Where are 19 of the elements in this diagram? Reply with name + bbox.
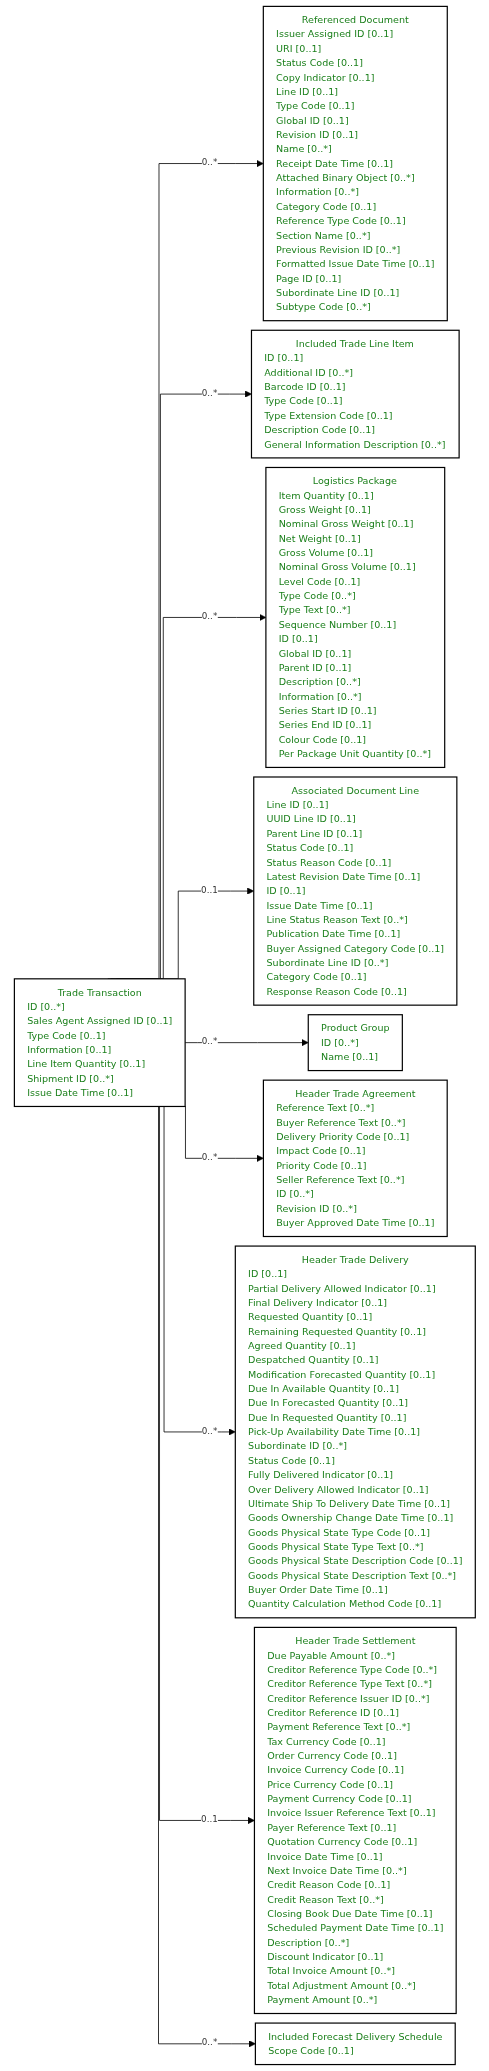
edge-label: 0..* <box>201 1036 217 1047</box>
node-box: Included Trade Line Item ID [0..1] Additional ID [0..*] Barcode ID [0..1] Type Code [0..1] Type Extension Code [0..1] Description Code [0..1] General Information Description [0..*] <box>250 329 460 459</box>
edge-label: 0..* <box>201 1151 217 1163</box>
node-box: Product Group ID [0..*] Name [0..1] <box>307 1014 403 1072</box>
node-box: Associated Document Line Line ID [0..1] UUID Line ID [0..1] Parent Line ID [0..1] Status Code [0..1] Status Reason Code [0..1] Latest Revision Date Time [0..1] ID [0..1] Issue Date Time [0..1] Line Status Reason Text [0..*] Publication Date Time [0..1] Buyer Assigned Category Code [0..1] Subordinate Line ID [0..*] Category Code [0..1] Response Reason Code [0..1] <box>252 776 458 1006</box>
node-box: Header Trade Settlement Due Payable Amount [0..*] Creditor Reference Type Code [0..*] Creditor Reference Type Text [0..*] Creditor Reference Issuer ID [0..*] Creditor Reference ID [0..1] Payment Reference Text [0..*] Tax Currency Code [0..1] Order Currency Code [0..1] Invoice Currency Code [0..1] Price Currency Code [0..1] Payment Currency Code [0..1] Invoice Issuer Reference Text [0..1] Payer Reference Text [0..1] Quotation Currency Code [0..1] Invoice Date Time [0..1] Next Invoice Date Time [0..*] Credit Reason Code [0..1] Credit Reason Text [0..*] Closing Book Due Date Time [0..1] Scheduled Payment Date Time [0..1] Description [0..*] Discount Indicator [0..1] Total Invoice Amount [0..*] Total Adjustment Amount [0..*] Payment Amount [0..*] <box>253 1626 457 2015</box>
node-box: Logistics Package Item Quantity [0..1] Gross Weight [0..1] Nominal Gross Weight [0..1] Net Weight [0..1] Gross Volume [0..1] Nominal Gross Volume [0..1] Level Code [0..1] Type Code [0..*] Type Text [0..*] Sequence Number [0..1] ID [0..1] Global ID [0..1] Parent ID [0..1] Description [0..*] Information [0..*] Series Start ID [0..1] Series End ID [0..1] Colour Code [0..1] Per Package Unit Quantity [0..*] <box>264 466 445 769</box>
node-box: Header Trade Delivery ID [0..1] Partial Delivery Allowed Indicator [0..1] Final Delivery Indicator [0..1] Requested Quantity [0..1] Remaining Requested Quantity [0..1] Agreed Quantity [0..1] Despatched Quantity [0..1] Modification Forecasted Quantity [0..1] Due In Available Quantity [0..1] Due In Forecasted Quantity [0..1] Due In Requested Quantity [0..1] Pick-Up Availability Date Time [0..1] Subordinate ID [0..*] Status Code [0..1] Fully Delivered Indicator [0..1] Over Delivery Allowed Indicator [0..1] Ultimate Ship To Delivery Date Time [0..1] Goods Ownership Change Date Time [0..1] Goods Physical State Type Code [0..1] Goods Physical State Type Text [0..*] Goods Physical State Description Code [0..1] Goods Physical State Description Text [0..*] Buyer Order Date Time [0..1] Quantity Calculation Method Code [0..1] <box>234 1245 476 1619</box>
edge-label: 0..* <box>201 2037 217 2048</box>
node-box: Referenced Document Issuer Assigned ID [0..1] URI [0..1] Status Code [0..1] Copy Indicator [0..1] Line ID [0..1] Type Code [0..1] Global ID [0..1] Revision ID [0..1] Name [0..*] Receipt Date Time [0..1] Attached Binary Object [0..*] Information [0..*] Category Code [0..1] Reference Type Code [0..1] Section Name [0..*] Previous Revision ID [0..*] Formatted Issue Date Time [0..1] Page ID [0..1] Subordinate Line ID [0..1] Subtype Code [0..*] <box>262 5 448 322</box>
edge-label: 0..* <box>201 387 217 399</box>
edge-label: 0..1 <box>200 1814 218 1825</box>
edge-label: 0..* <box>201 611 217 622</box>
edge-label: 0..* <box>201 157 217 168</box>
node-box: Header Trade Agreement Reference Text [0..*] Buyer Reference Text [0..*] Delivery Priority Code [0..1] Impact Code [0..1] Priority Code [0..1] Seller Reference Text [0..*] ID [0..*] Revision ID [0..*] Buyer Approved Date Time [0..1] <box>262 1079 448 1238</box>
node-box: Included Forecast Delivery Schedule Scope Code [0..1] <box>254 2022 456 2066</box>
node-box: Trade Transaction ID [0..*] Sales Agent Assigned ID [0..1] Type Code [0..1] Information [0..1] Line Item Quantity [0..1] Shipment ID [0..*] Issue Date Time [0..1] <box>13 978 186 1108</box>
edge-label: 0..1 <box>200 884 218 896</box>
edge-label: 0..* <box>201 1425 217 1436</box>
